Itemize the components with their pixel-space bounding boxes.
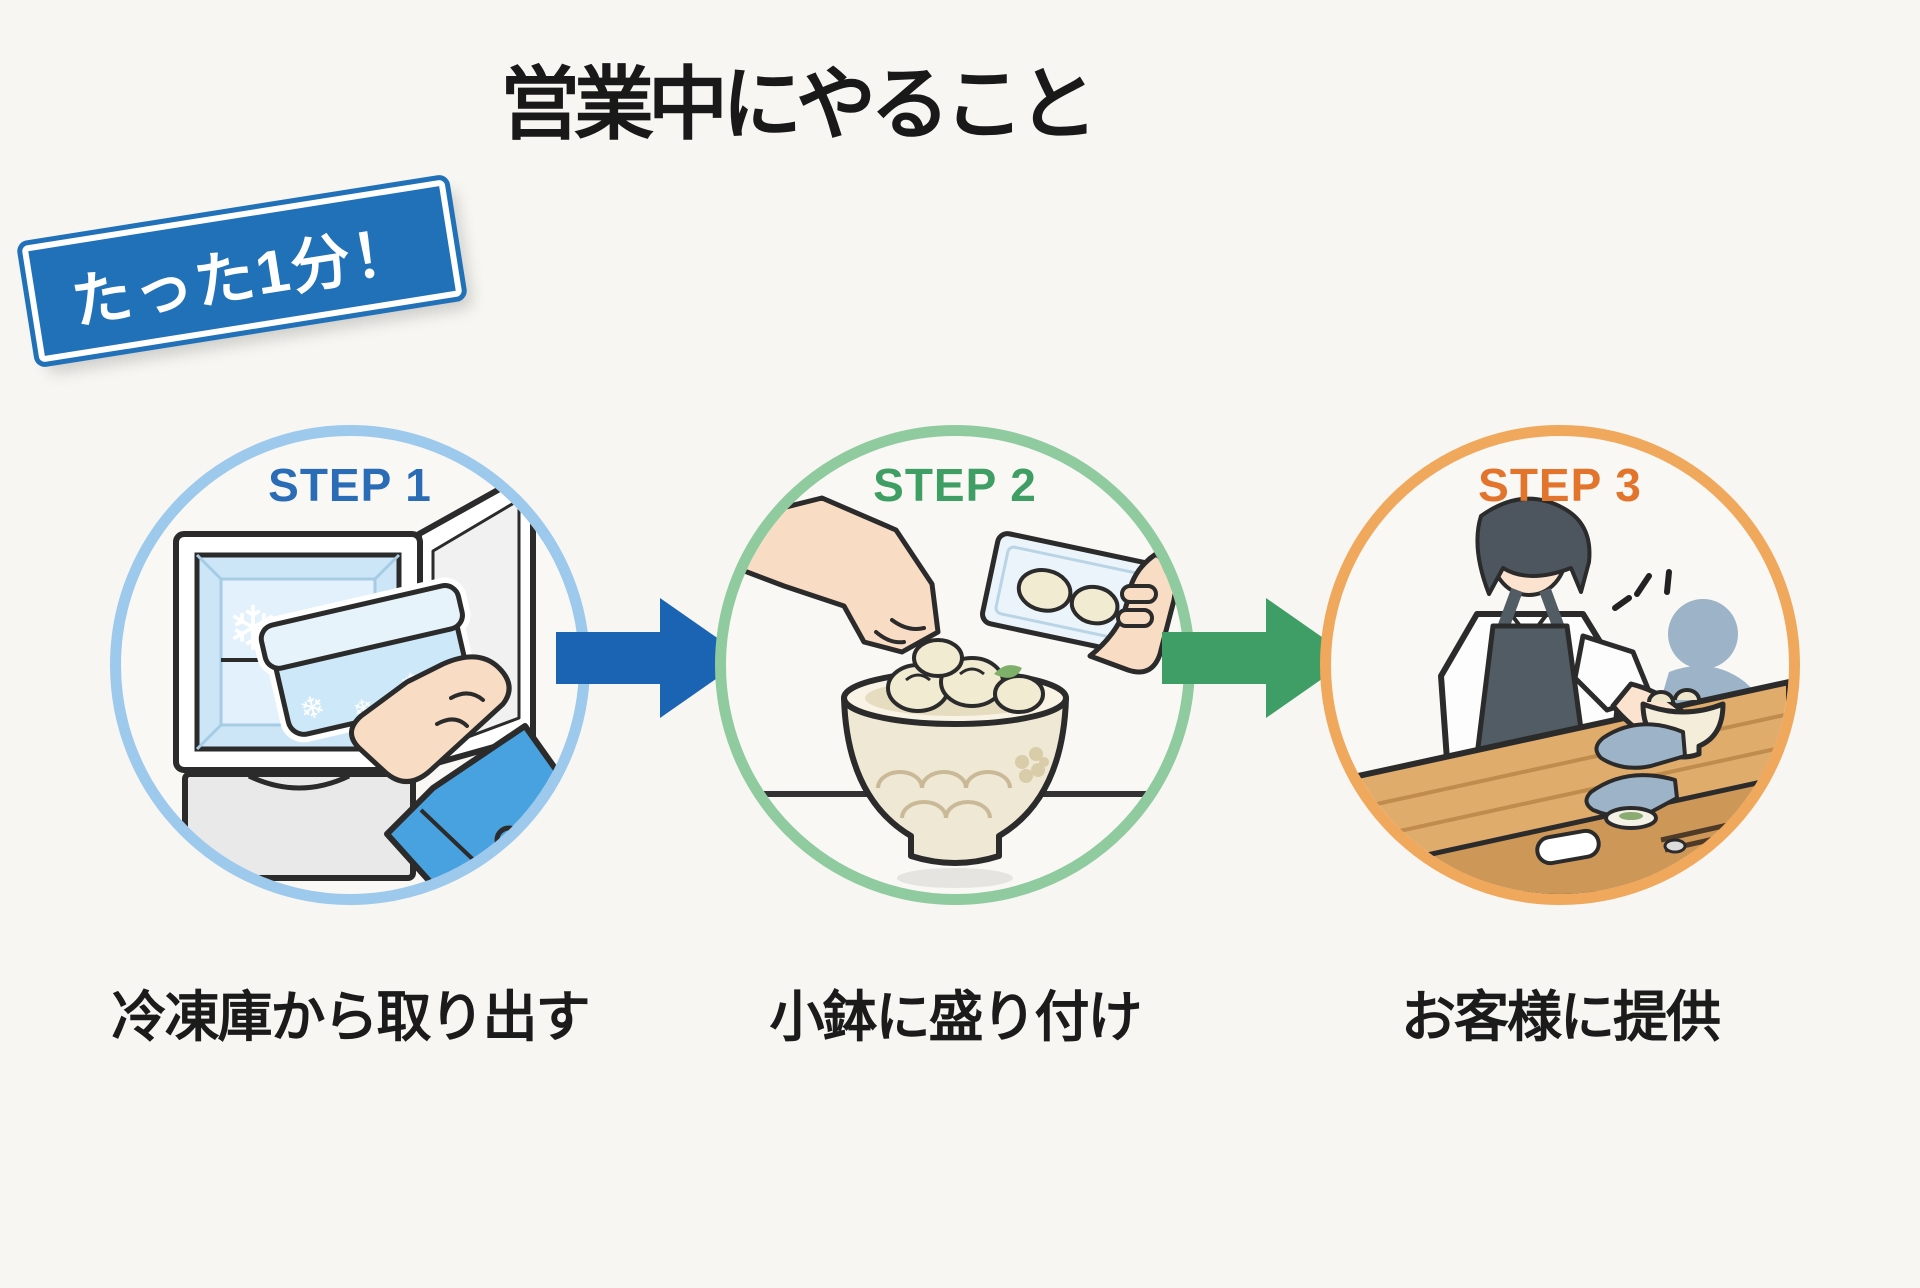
duration-banner: たった1分！: [21, 179, 463, 363]
counter-items-icon: [1535, 806, 1764, 866]
step3-label: STEP 3: [1478, 459, 1642, 511]
freezer-takeout-illustration: ❄ ❄ ❄ ❄: [173, 473, 579, 894]
left-hand-icon: [726, 495, 964, 678]
step2-circle: STEP 2: [715, 425, 1195, 905]
hand-icon: [349, 654, 512, 784]
step2-label: STEP 2: [873, 459, 1037, 511]
step1-circle: ❄ ❄ ❄ ❄: [110, 425, 590, 905]
step2-caption: 小鉢に盛り付け: [769, 986, 1142, 1048]
step3-caption: お客様に提供: [1400, 986, 1721, 1048]
step1-caption: 冷凍庫から取り出す: [111, 986, 590, 1048]
right-hand-icon: [1087, 551, 1178, 675]
step3-circle: STEP 3: [1320, 425, 1800, 905]
excite-marks-icon: [1612, 569, 1672, 611]
duration-banner-text: たった1分！: [66, 215, 419, 337]
page-title: 営業中にやること: [500, 60, 1098, 149]
arrow-right-icon: [556, 598, 746, 718]
step1-label: STEP 1: [268, 459, 432, 511]
sleeve-icon: [384, 723, 579, 894]
bowl-plating-illustration: [726, 495, 1178, 888]
dumplings-icon: [886, 656, 1045, 714]
arrow-right-icon: [1162, 598, 1352, 718]
serve-customer-illustration: [1346, 496, 1789, 894]
